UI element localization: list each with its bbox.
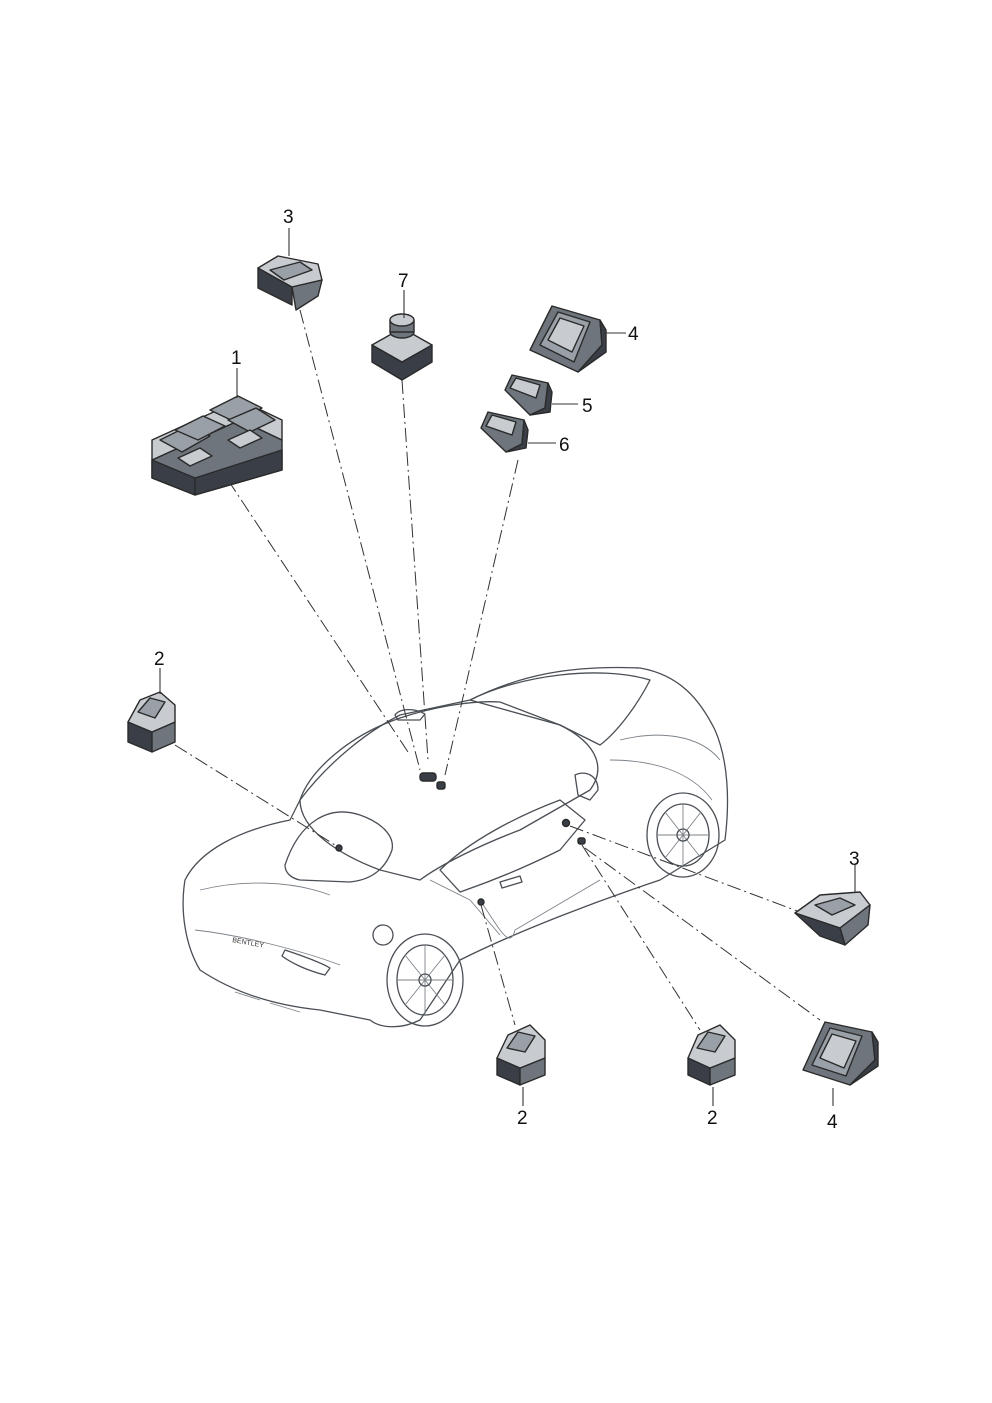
part-1-window-switch-panel: [151, 395, 283, 496]
callout-3-top: 3: [283, 207, 294, 228]
callout-1: 1: [231, 348, 242, 369]
car-badge: BENTLEY: [232, 937, 265, 949]
part-3-switch-right: [794, 891, 871, 946]
part-4-switch-bottom: [802, 1021, 879, 1086]
callout-2-left: 2: [154, 649, 165, 670]
convertible-car-illustration: BENTLEY: [182, 666, 729, 1028]
callout-5: 5: [582, 396, 593, 417]
part-4-switch-top: [529, 305, 607, 373]
callout-3-right: 3: [849, 849, 860, 870]
callout-7: 7: [398, 271, 409, 292]
callout-6: 6: [559, 435, 570, 456]
part-7-rotary-switch: [371, 313, 433, 381]
callout-4-bottom: 4: [827, 1112, 838, 1133]
part-6-switch: [480, 411, 529, 453]
part-2-switch-bottom-right: [687, 1024, 736, 1086]
part-2-switch-bottom-middle: [496, 1024, 546, 1086]
front-wheel: [646, 792, 720, 878]
part-5-switch: [504, 374, 553, 416]
callout-2-bottom-right: 2: [707, 1108, 718, 1129]
part-3-switch-top: [257, 255, 323, 311]
dash-dot-leader-lines: [174, 309, 821, 1031]
callout-2-bottom-middle: 2: [517, 1108, 528, 1129]
part-2-switch-left: [127, 691, 176, 753]
rear-wheel: [386, 933, 464, 1027]
callout-4-top: 4: [628, 324, 639, 345]
